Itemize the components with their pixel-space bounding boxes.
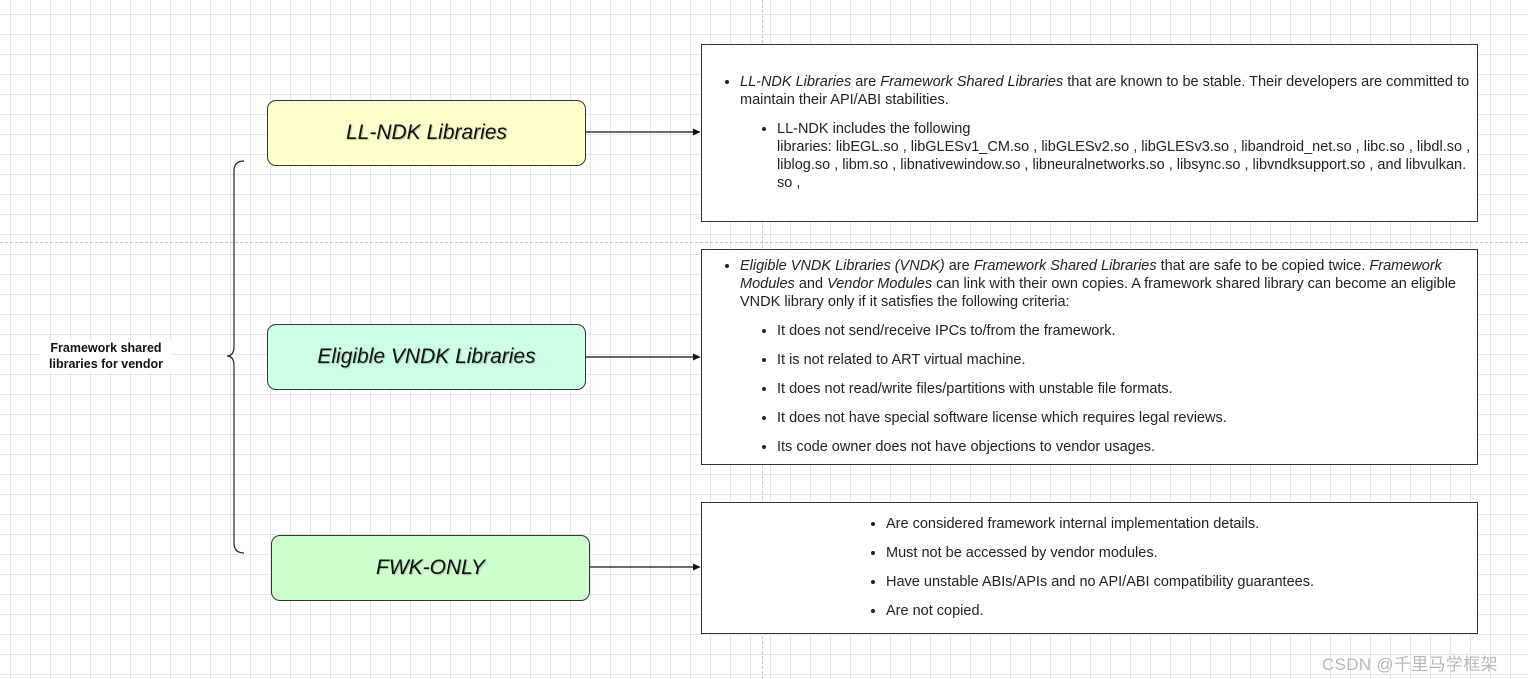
node-eligible-vndk-libraries[interactable]: Eligible VNDK Libraries: [267, 324, 586, 390]
node-llndk-label: LL-NDK Libraries: [345, 121, 508, 144]
node-fwk-label: FWK-ONLY: [376, 556, 485, 579]
vndk-description-box[interactable]: Eligible VNDK Libraries (VNDK) are Frame…: [701, 249, 1478, 465]
node-llndk-libraries[interactable]: LL-NDK Libraries: [267, 100, 586, 166]
llndk-includes-list: LL-NDK includes the following libraries:…: [777, 120, 1471, 192]
fwk-rule: Are considered framework internal implem…: [886, 515, 1471, 533]
vndk-criterion: It does not send/receive IPCs to/from th…: [777, 322, 1471, 340]
fwk-rule: Are not copied.: [886, 602, 1471, 620]
node-fwk-only[interactable]: FWK-ONLY: [271, 535, 590, 601]
llndk-description-box[interactable]: LL-NDK Libraries are Framework Shared Li…: [701, 44, 1478, 222]
vndk-definition: Eligible VNDK Libraries (VNDK) are Frame…: [740, 257, 1471, 456]
llndk-definition: LL-NDK Libraries are Framework Shared Li…: [740, 73, 1471, 192]
llndk-library-names: libraries: libEGL.so , libGLESv1_CM.so ,…: [777, 139, 1471, 191]
fwk-rule: Must not be accessed by vendor modules.: [886, 544, 1471, 562]
fwk-rule: Have unstable ABIs/APIs and no API/ABI c…: [886, 573, 1471, 591]
brace: [226, 160, 245, 554]
node-vndk-label: Eligible VNDK Libraries: [317, 345, 536, 368]
framework-shared-libraries-label: Framework shared libraries for vendor: [40, 340, 172, 372]
guide-line-horizontal: [0, 242, 1528, 243]
vndk-criterion: It does not read/write files/partitions …: [777, 380, 1471, 398]
fwk-only-description-box[interactable]: Are considered framework internal implem…: [701, 502, 1478, 634]
vndk-criterion: Its code owner does not have objections …: [777, 438, 1471, 456]
vndk-criterion: It does not have special software licens…: [777, 409, 1471, 427]
label-line-2: libraries for vendor: [49, 357, 163, 371]
vndk-criterion: It is not related to ART virtual machine…: [777, 351, 1471, 369]
csdn-watermark: CSDN @千里马学框架: [1322, 655, 1498, 674]
label-line-1: Framework shared: [50, 341, 162, 355]
